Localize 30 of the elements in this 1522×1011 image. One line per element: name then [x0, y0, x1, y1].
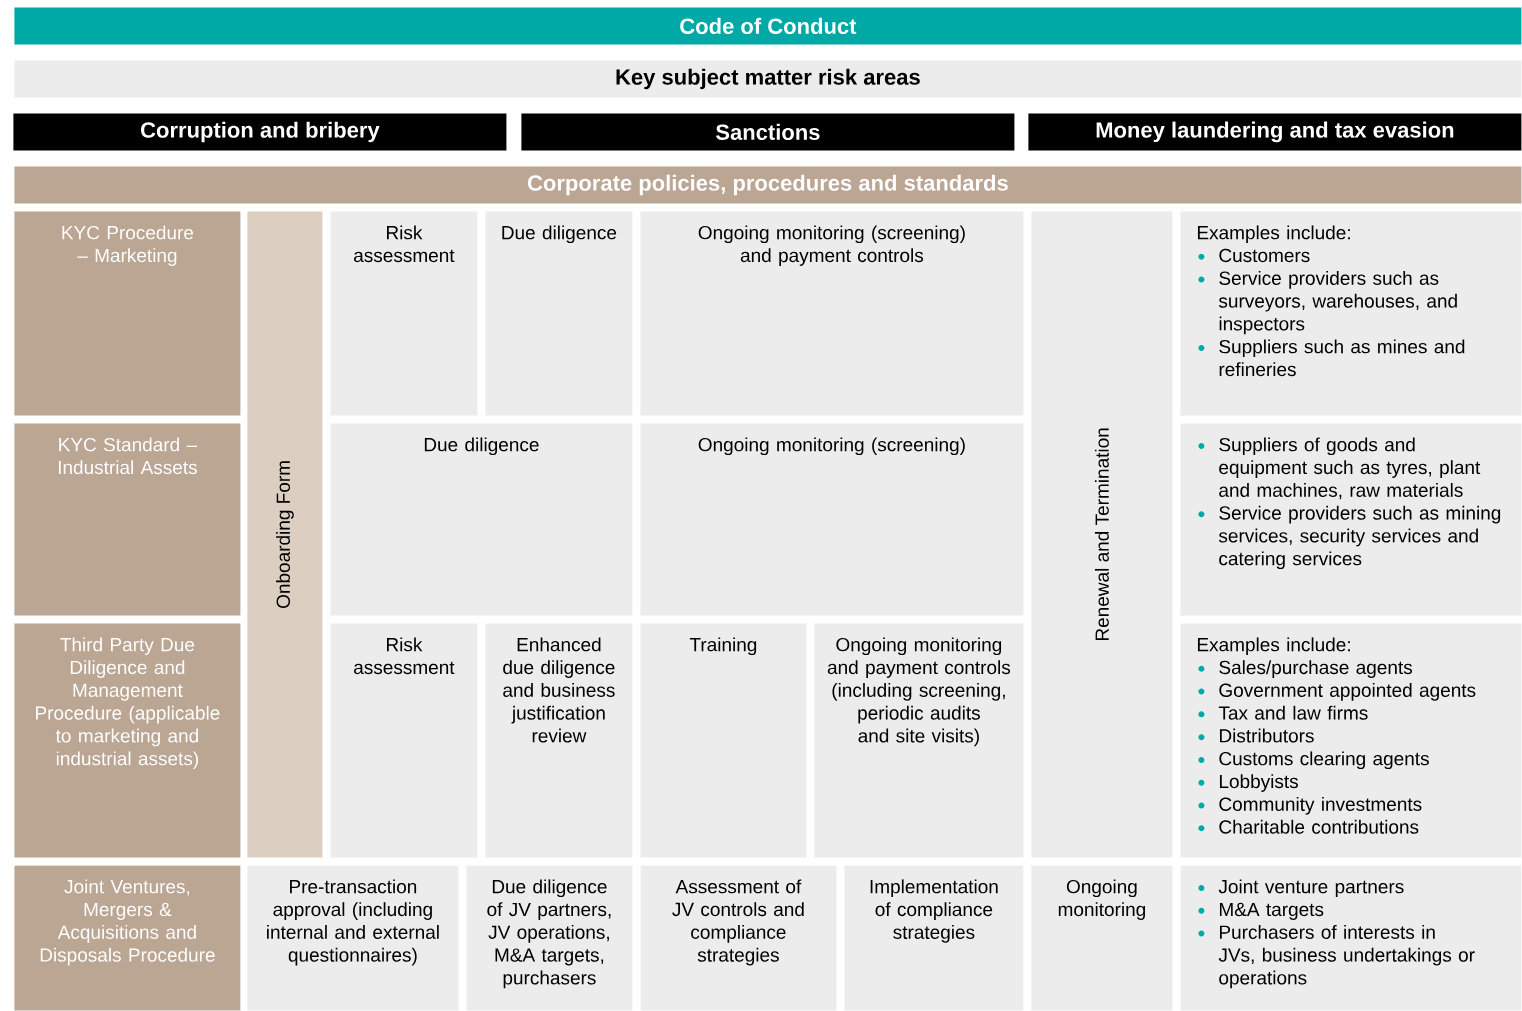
procedure-box: Joint Ventures, Mergers & Acquisitions and Disposals Procedure: [14, 865, 241, 1011]
process-box: Enhanced due diligence and business justification review: [485, 623, 633, 858]
header-bar: Code of Conduct: [14, 7, 1522, 45]
process-box: Training: [640, 623, 807, 858]
vertical-band: Renewal and Termination: [1031, 211, 1173, 858]
header-bar: Corporate policies, procedures and standards: [14, 166, 1522, 204]
risk-area-bar: Money laundering and tax evasion: [1028, 113, 1522, 151]
process-box: Due diligence of JV partners, JV operations, M&A targets, purchasers: [466, 865, 633, 1011]
process-box: Due diligence: [330, 423, 633, 616]
examples-box: Examples include: Customers Service providers such as surveyors, warehouses, and inspectors Suppliers such as mines and refineries: [1180, 211, 1522, 416]
process-box: Ongoing monitoring (screening) and payment controls: [640, 211, 1024, 416]
procedure-box: KYC Standard – Industrial Assets: [14, 423, 241, 616]
risk-area-bar: Sanctions: [521, 113, 1015, 151]
process-box: Ongoing monitoring and payment controls (including screening, periodic audits and site visits): [814, 623, 1024, 858]
process-box: Due diligence: [485, 211, 633, 416]
process-box: Assessment of JV controls and compliance strategies: [640, 865, 837, 1011]
risk-area-bar: Corruption and bribery: [13, 113, 507, 151]
process-box: Implementation of compliance strategies: [844, 865, 1024, 1011]
procedure-box: Third Party Due Diligence and Management Procedure (applicable to marketing and industrial assets): [14, 623, 241, 858]
process-box: Ongoing monitoring (screening): [640, 423, 1024, 616]
process-box: Risk assessment: [330, 211, 478, 416]
header-bar: Key subject matter risk areas: [14, 60, 1522, 98]
examples-box: Suppliers of goods and equipment such as tyres, plant and machines, raw materials Service providers such as mining services, security services and catering services: [1180, 423, 1522, 616]
process-box: Ongoing monitoring: [1031, 865, 1173, 1011]
examples-box: Examples include: Sales/purchase agents Government appointed agents Tax and law firms Distributors Customs clearing agents Lobbyists Community investments Charitable contributions: [1180, 623, 1522, 858]
examples-box: Joint venture partners M&A targets Purchasers of interests in JVs, business undertakings or operations: [1180, 865, 1522, 1011]
process-box: Risk assessment: [330, 623, 478, 858]
vertical-band: Onboarding Form: [247, 211, 323, 858]
process-box: Pre-transaction approval (including internal and external questionnaires): [247, 865, 459, 1011]
procedure-box: KYC Procedure – Marketing: [14, 211, 241, 416]
